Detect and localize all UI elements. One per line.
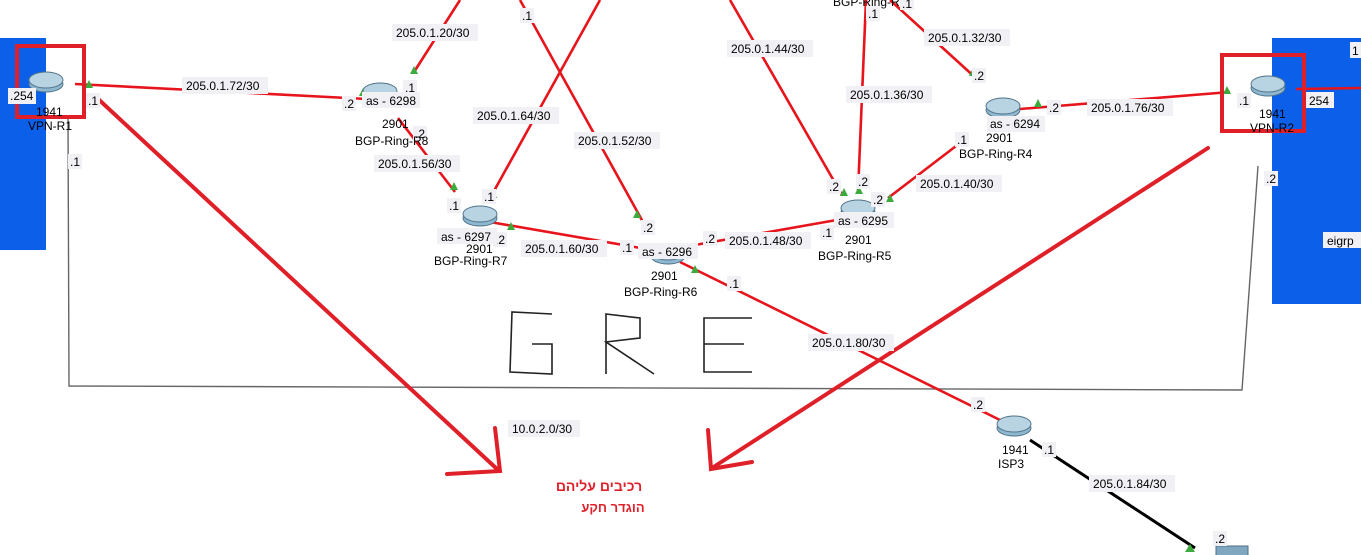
as-label: as - 6298 [366,94,416,108]
as-label: as - 6294 [990,117,1040,131]
device-model: 1941 [1002,443,1029,457]
highlight-box-left [15,44,86,119]
subnet-label: 205.0.1.80/30 [812,336,886,350]
port-label: .2 [1049,101,1059,115]
device-name: BGP-Ring-R7 [434,254,508,268]
port-label: .2 [415,127,425,141]
subnet-label: 205.0.1.72/30 [186,79,260,93]
port-labels: .1 .1 .2 .1 .2 .1 .1 .2 .2 .1 .2 .1 .1 .… [68,0,1278,546]
port-label: .2 [829,180,839,194]
port-label: .2 [1215,532,1225,546]
router-icon[interactable] [996,415,1032,437]
device-labels: .254 1941 VPN-R1 1941 VPN-R2 254 eigrp 1… [8,0,1361,471]
port-label: 254 [1309,94,1329,108]
port-label: .2 [643,221,653,235]
device-model: 1941 [1259,107,1286,121]
port-label: .2 [974,69,984,83]
port-label: 1 [1352,44,1359,58]
port-label: .2 [705,232,715,246]
port-label: .2 [495,233,505,247]
gre-tunnel-path [67,117,1259,391]
port-label: .2 [973,398,983,412]
port-label: .254 [10,89,34,103]
subnet-label: 205.0.1.76/30 [1091,101,1165,115]
red-links [74,0,1361,422]
device-name: BGP-Ring-R8 [355,134,429,148]
port-label: .2 [873,193,883,207]
device-name: BGP-Ring-R [833,0,900,9]
port-label: .2 [1266,172,1276,186]
subnet-labels: 205.0.1.20/30 205.0.1.72/30 205.0.1.64/3… [182,24,1175,492]
device-name: VPN-R1 [28,119,72,133]
area-label: eigrp [1327,234,1354,248]
subnet-label: 205.0.1.84/30 [1093,477,1167,491]
device-model: 2901 [382,117,409,131]
annotation-hebrew-2: הוגדר חקע [581,500,644,515]
subnet-label: 205.0.1.36/30 [850,88,924,102]
port-label: .2 [858,175,868,189]
highlight-box-right [1220,53,1306,133]
subnet-label: 205.0.1.40/30 [920,177,994,191]
subnet-label: 205.0.1.48/30 [729,234,803,248]
port-label: .1 [957,133,967,147]
port-label: .2 [344,97,354,111]
port-label: .1 [522,9,532,23]
port-label: .1 [449,199,459,213]
subnet-label: 205.0.1.64/30 [477,109,551,123]
port-label: .1 [484,190,494,204]
device-name: BGP-Ring-R5 [818,249,892,263]
device-name: VPN-R2 [1250,121,1294,135]
router-icon[interactable] [462,205,498,227]
router-icon[interactable] [1250,75,1286,97]
gre-handwriting [509,311,752,375]
device-model: 2901 [651,269,678,283]
device-model: 1941 [36,105,63,119]
port-label: .1 [622,241,632,255]
router-icon[interactable] [985,97,1021,119]
switch-icon[interactable] [1215,545,1249,555]
subnet-label: 205.0.1.56/30 [378,157,452,171]
subnet-label: 205.0.1.44/30 [731,42,805,56]
area-right [1272,38,1361,304]
port-label: .1 [902,0,912,11]
device-name: BGP-Ring-R4 [959,147,1033,161]
port-label: .1 [1239,94,1249,108]
as-label: as - 6295 [838,214,888,228]
port-label: .1 [822,226,832,240]
as-label: as - 6297 [441,230,491,244]
port-label: .1 [729,277,739,291]
port-label: .1 [70,155,80,169]
area-left [0,38,46,250]
device-name: BGP-Ring-R6 [624,285,698,299]
port-label: .1 [405,81,415,95]
router-icon[interactable] [28,71,64,93]
device-model: 2901 [845,233,872,247]
subnet-label: 205.0.1.32/30 [928,31,1002,45]
annotation-arrows [94,95,1210,476]
device-model: 2901 [466,242,493,256]
annotation-hebrew-1: רכיבים עליהם [556,478,642,494]
isp-link [1029,438,1196,550]
subnet-label: 205.0.1.20/30 [396,26,470,40]
subnet-label: 205.0.1.60/30 [525,242,599,256]
subnet-label: 205.0.1.52/30 [578,134,652,148]
as-label: as - 6296 [642,245,692,259]
device-name: ISP3 [998,457,1024,471]
device-model: 2901 [986,131,1013,145]
port-label: .1 [88,94,98,108]
port-label: .1 [868,7,878,21]
tunnel-subnet-label: 10.0.2.0/30 [512,422,572,436]
port-label: .1 [1044,443,1054,457]
